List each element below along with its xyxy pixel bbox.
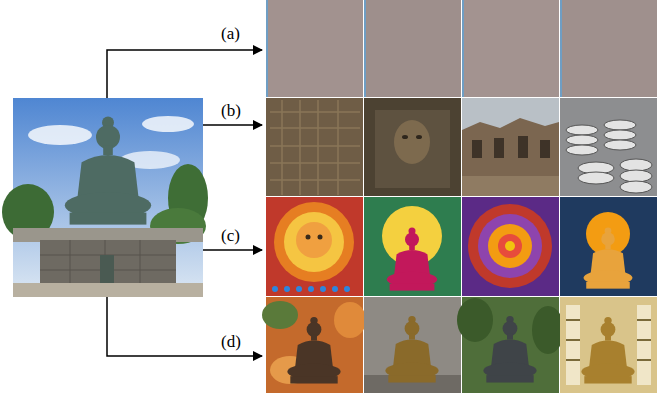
arrow	[203, 124, 262, 126]
panel-label: (a)	[220, 24, 241, 44]
panel-label-holder: (d)	[220, 332, 242, 352]
result-row-a	[266, 0, 657, 97]
panel-label-holder: (a)	[220, 24, 241, 44]
arrow	[107, 50, 262, 98]
panel-label: (c)	[220, 226, 241, 246]
panel-label-holder: (b)	[220, 101, 242, 121]
arrow	[107, 297, 262, 356]
panel-label-holder: (c)	[220, 226, 241, 246]
arrow	[203, 249, 262, 251]
panel-label: (d)	[220, 332, 242, 352]
result-row-c	[266, 197, 657, 296]
arrows	[107, 50, 262, 356]
source-photo	[2, 98, 208, 297]
result-row-d	[262, 297, 657, 393]
result-row-b	[266, 98, 657, 196]
panel-label: (b)	[220, 101, 242, 121]
